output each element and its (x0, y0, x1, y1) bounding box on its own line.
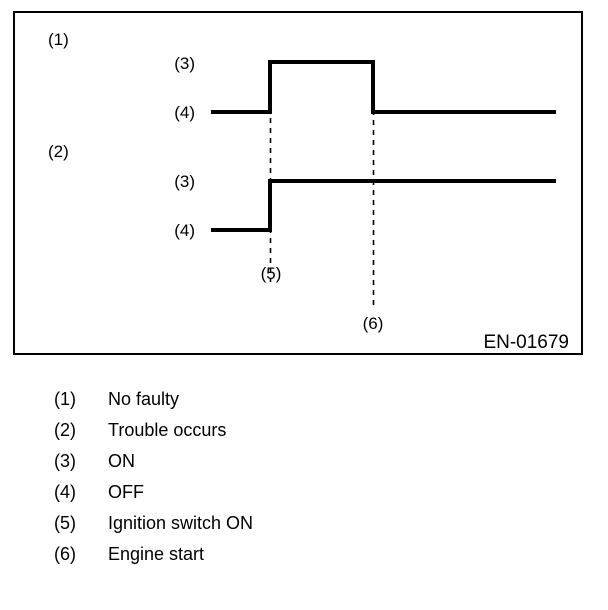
legend-item-2: (2) Trouble occurs (0, 414, 608, 445)
label-on-bottom: (3) (174, 172, 195, 191)
legend-item-3: (3) ON (0, 445, 608, 476)
legend-number-1: (1) (54, 388, 76, 409)
legend-label-5: Ignition switch ON (108, 512, 254, 533)
legend-number-4: (4) (54, 481, 76, 502)
legend-label-2: Trouble occurs (108, 419, 227, 440)
label-off-top: (4) (174, 103, 195, 122)
legend-number-3: (3) (54, 450, 76, 471)
label-engine-start-ref: (6) (363, 314, 384, 333)
waveform-trouble-occurs (211, 179, 556, 232)
legend-list: (1) No faulty (2) Trouble occurs (3) ON … (0, 383, 608, 569)
label-no-faulty-ref: (1) (48, 30, 69, 49)
legend-label-4: OFF (108, 481, 144, 502)
legend-label-6: Engine start (108, 543, 205, 564)
legend-number-2: (2) (54, 419, 76, 440)
legend-item-5: (5) Ignition switch ON (0, 507, 608, 538)
legend-item-6: (6) Engine start (0, 538, 608, 569)
label-trouble-occurs-ref: (2) (48, 142, 69, 161)
label-on-top: (3) (174, 54, 195, 73)
waveform-no-faulty (211, 60, 556, 114)
figure-code: EN-01679 (483, 332, 569, 353)
legend-number-5: (5) (54, 512, 76, 533)
legend-number-6: (6) (54, 543, 76, 564)
label-ignition-switch-on-ref: (5) (261, 264, 282, 283)
legend-label-3: ON (108, 450, 135, 471)
legend-label-1: No faulty (108, 388, 180, 409)
legend-item-4: (4) OFF (0, 476, 608, 507)
figure-panel: (1) (2) (3) (4) (3) (4) (5) (6) EN-01679 (13, 11, 583, 355)
timing-chart-svg: (1) (2) (3) (4) (3) (4) (5) (6) EN-01679 (48, 30, 569, 353)
label-off-bottom: (4) (174, 221, 195, 240)
legend-item-1: (1) No faulty (0, 383, 608, 414)
